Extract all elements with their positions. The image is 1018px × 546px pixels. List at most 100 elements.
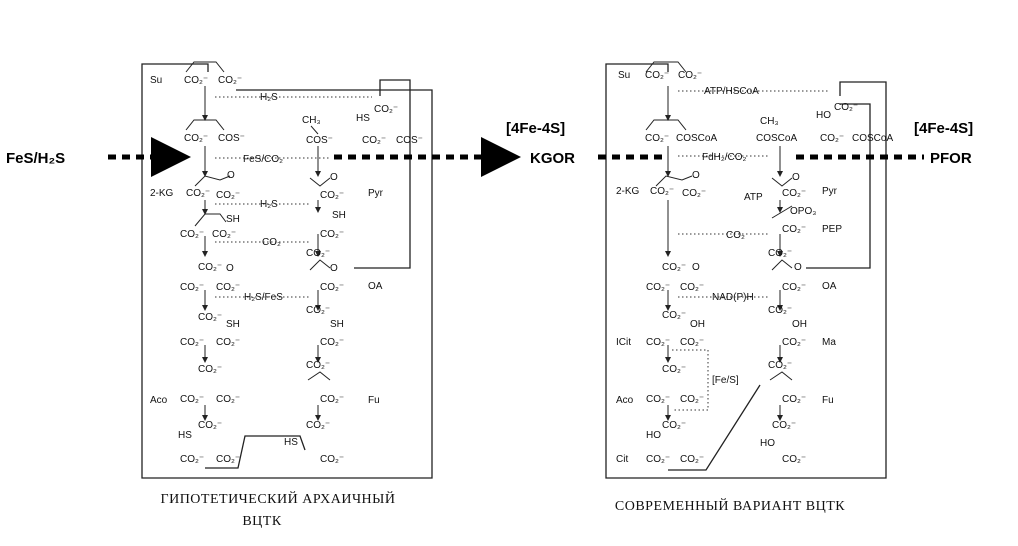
left-h2s-fes-label: H₂S/FeS <box>244 292 283 303</box>
left-aco-co2-b: CO₂⁻ <box>216 394 240 405</box>
right-citrate-link <box>668 384 761 471</box>
left-oa-co2-top: CO₂⁻ <box>306 248 330 259</box>
left-pyr-thioene-sh: SH <box>332 210 346 221</box>
right-oa-o: O <box>794 262 802 273</box>
left-fu-skeleton <box>307 371 331 381</box>
right-tricarb-co2-top: CO₂⁻ <box>662 262 686 273</box>
left-r-thiol-co2-bottom: CO₂⁻ <box>320 337 344 348</box>
right-cycle <box>605 61 887 479</box>
right-cycle-outer-loop <box>605 63 887 479</box>
left-cycle-outer-loop <box>141 63 433 479</box>
right-kg-o: O <box>692 170 700 181</box>
left-r-thiol-co2-top: CO₂⁻ <box>306 305 330 316</box>
right-fu-skeleton <box>769 371 793 381</box>
right-pyr-co2: CO₂⁻ <box>782 188 806 199</box>
right-tricarb-o: O <box>692 262 700 273</box>
left-tricarb-co2-top: CO₂⁻ <box>198 262 222 273</box>
right-oa-co2-top: CO₂⁻ <box>768 248 792 259</box>
left-thioene-skeleton <box>194 213 227 227</box>
left-pyr-thioene-co2: CO₂⁻ <box>320 229 344 240</box>
left-thiol-co2-top: CO₂⁻ <box>198 312 222 323</box>
left-oa-skeleton <box>309 259 331 271</box>
right-cit-co2-b: CO₂⁻ <box>680 454 704 465</box>
right-cit-co2-top: CO₂⁻ <box>662 420 686 431</box>
left-succinylthio-skeleton <box>185 119 225 131</box>
kgor-label: KGOR <box>530 150 575 167</box>
right-oa-label: OA <box>822 281 837 292</box>
right-oa-co2-bottom: CO₂⁻ <box>782 282 806 293</box>
left-pyr-label: Pyr <box>368 188 384 199</box>
left-top-co2: CO₂⁻ <box>374 104 398 115</box>
right-kg-skeleton <box>655 175 693 187</box>
right-oa-skeleton <box>771 259 793 271</box>
left-pyr-o: O <box>330 172 338 183</box>
right-formula-fragments: CO₂⁻ CO₂⁻ CO₂⁻ COSCoA CH₃ COSCoA HO CO₂⁻… <box>645 70 893 465</box>
left-su-label: Su <box>150 75 162 86</box>
right-succinate-skeleton <box>645 61 687 73</box>
right-aco-co2-top: CO₂⁻ <box>662 364 686 375</box>
left-pyr-co2: CO₂⁻ <box>320 190 344 201</box>
left-top-cos: COS⁻ <box>396 135 423 146</box>
left-aco-label: Aco <box>150 395 168 406</box>
right-oa-return-loop <box>806 103 871 269</box>
right-bottom-co2-bottom: CO₂⁻ <box>782 454 806 465</box>
right-pep-skeleton <box>771 205 793 219</box>
right-succoa-skeleton <box>645 119 687 131</box>
right-succoa-co2: CO₂⁻ <box>645 133 669 144</box>
right-aco-label: Aco <box>616 395 634 406</box>
right-icit-co2-a: CO₂⁻ <box>646 337 670 348</box>
left-r-hs-co2-bottom: CO₂⁻ <box>320 454 344 465</box>
right-icit-co2-top: CO₂⁻ <box>662 310 686 321</box>
left-aco-co2-a: CO₂⁻ <box>180 394 204 405</box>
right-nadph-label: NAD(P)H <box>712 292 754 303</box>
right-aco-co2-a: CO₂⁻ <box>646 394 670 405</box>
left-tricarb-co2-b: CO₂⁻ <box>216 282 240 293</box>
left-fu-label: Fu <box>368 395 380 406</box>
right-kg-label: 2-KG <box>616 186 640 197</box>
right-bottom-co2-top: CO₂⁻ <box>772 420 796 431</box>
left-tricarb-co2-a: CO₂⁻ <box>180 282 204 293</box>
right-top-co2-b: CO₂⁻ <box>820 133 844 144</box>
left-fu-co2-top: CO₂⁻ <box>306 360 330 371</box>
right-fdh2-co2-label: FdH₂/CO₂ <box>702 152 747 163</box>
right-top-co2: CO₂⁻ <box>834 102 858 113</box>
left-aco-co2-top: CO₂⁻ <box>198 364 222 375</box>
left-su-co2-a: CO₂⁻ <box>184 75 208 86</box>
pfor-cofactor-label: [4Fe-4S] <box>914 120 973 137</box>
left-kg-o: O <box>227 170 235 181</box>
left-top-hs: HS <box>356 113 370 124</box>
right-tricarb-co2-b: CO₂⁻ <box>680 282 704 293</box>
left-formula-fragments: CO₂⁻ CO₂⁻ CO₂⁻ COS⁻ CH₃ COS⁻ HS CO₂⁻ CO₂… <box>178 75 423 465</box>
left-h2s-top-label: H₂S <box>260 92 278 103</box>
left-succinate-skeleton <box>185 61 225 73</box>
left-pyr-skeleton <box>309 177 331 187</box>
left-kg-label: 2-KG <box>150 188 174 199</box>
right-top-ho: HO <box>816 110 831 121</box>
right-pep-co2: CO₂⁻ <box>782 224 806 235</box>
right-ma-oh: OH <box>792 319 807 330</box>
left-cit-hs: HS <box>178 430 192 441</box>
right-fes-label: [Fe/S] <box>712 375 739 386</box>
left-fes-co2-label: FeS/CO₂ <box>243 154 283 165</box>
right-su-co2-a: CO₂⁻ <box>645 70 669 81</box>
right-pyr-skeleton <box>771 177 793 187</box>
right-ma-co2-top: CO₂⁻ <box>768 305 792 316</box>
left-cycle <box>141 61 433 479</box>
right-pep-label: PEP <box>822 224 842 235</box>
right-atp-label: ATP <box>744 192 763 203</box>
left-thioene-co2-b: CO₂⁻ <box>212 229 236 240</box>
right-ma-co2-bottom: CO₂⁻ <box>782 337 806 348</box>
left-top-co2-b: CO₂⁻ <box>362 135 386 146</box>
right-icit-co2-b: CO₂⁻ <box>680 337 704 348</box>
right-fu-label: Fu <box>822 395 834 406</box>
left-thiol-sh: SH <box>226 319 240 330</box>
left-fu-co2-bottom: CO₂⁻ <box>320 394 344 405</box>
left-co2-label: CO₂ <box>262 237 281 248</box>
left-kg-co2-b: CO₂⁻ <box>216 190 240 201</box>
left-kg-co2-a: CO₂⁻ <box>186 188 210 199</box>
left-tricarb-o: O <box>226 263 234 274</box>
right-accoa-coscoa: COSCoA <box>756 133 797 144</box>
right-cit-ho: HO <box>646 430 661 441</box>
right-pyr-label: Pyr <box>822 186 838 197</box>
